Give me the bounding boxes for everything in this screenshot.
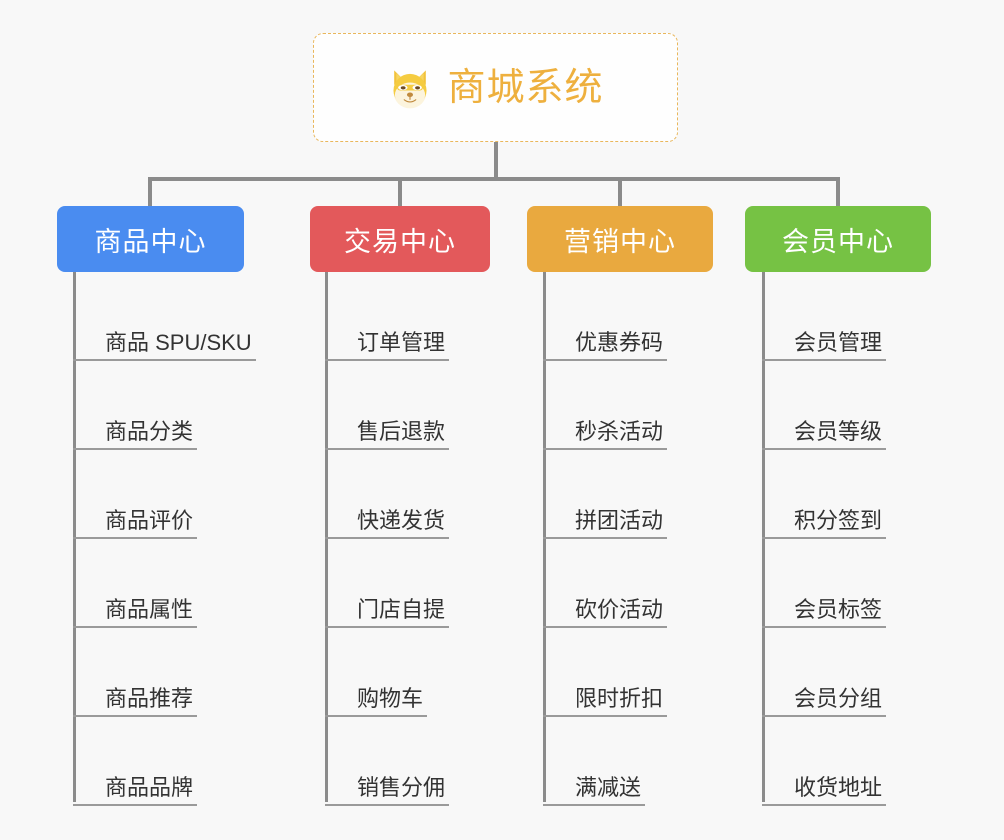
branch-header-trade-center[interactable]: 交易中心	[310, 206, 490, 272]
branch-header-product-center[interactable]: 商品中心	[57, 206, 244, 272]
leaf-item-label: 满减送	[543, 775, 646, 806]
leaf-item-label: 会员管理	[762, 330, 887, 361]
branch-header-marketing-center[interactable]: 营销中心	[527, 206, 713, 272]
leaf-item[interactable]: 销售分佣	[325, 717, 450, 806]
leaf-item-label: 商品评价	[73, 508, 198, 539]
leaf-item[interactable]: 快递发货	[325, 450, 450, 539]
branch-header-label: 商品中心	[94, 226, 207, 257]
connector-drop-2	[398, 177, 402, 206]
leaf-item-label: 会员等级	[762, 419, 887, 450]
leaf-item[interactable]: 商品评价	[73, 450, 198, 539]
leaf-item-label: 砍价活动	[543, 597, 668, 628]
branch-header-label: 交易中心	[344, 226, 456, 257]
leaf-item[interactable]: 商品分类	[73, 361, 198, 450]
leaf-item-label: 拼团活动	[543, 508, 668, 539]
leaf-item-label: 收货地址	[762, 775, 887, 806]
leaf-item-label: 商品分类	[73, 419, 198, 450]
leaf-item[interactable]: 优惠券码	[543, 272, 668, 361]
leaf-item[interactable]: 商品 SPU/SKU	[73, 272, 256, 361]
branch-header-member-center[interactable]: 会员中心	[745, 206, 931, 272]
leaf-item[interactable]: 积分签到	[762, 450, 887, 539]
dog-face-icon	[387, 66, 433, 112]
branch-header-label: 会员中心	[782, 226, 894, 257]
leaf-item-label: 会员标签	[762, 597, 887, 628]
leaf-item-label: 优惠券码	[543, 330, 668, 361]
leaf-item-label: 快递发货	[325, 508, 450, 539]
leaf-item[interactable]: 商品推荐	[73, 628, 198, 717]
leaf-item[interactable]: 会员等级	[762, 361, 887, 450]
leaf-item[interactable]: 满减送	[543, 717, 646, 806]
leaf-item[interactable]: 限时折扣	[543, 628, 668, 717]
branch-header-label: 营销中心	[564, 226, 676, 257]
leaf-item[interactable]: 砍价活动	[543, 539, 668, 628]
leaf-item[interactable]: 门店自提	[325, 539, 450, 628]
root-title: 商城系统	[447, 66, 604, 109]
leaf-item-label: 会员分组	[762, 686, 887, 717]
connector-horizontal-bus	[148, 177, 838, 181]
leaf-item-label: 购物车	[325, 686, 428, 717]
leaf-item-label: 商品 SPU/SKU	[73, 330, 256, 361]
leaf-item-label: 秒杀活动	[543, 419, 668, 450]
leaf-item-label: 商品品牌	[73, 775, 198, 806]
leaf-item[interactable]: 拼团活动	[543, 450, 668, 539]
leaf-item-label: 门店自提	[325, 597, 450, 628]
leaf-item[interactable]: 会员分组	[762, 628, 887, 717]
connector-root-stem	[494, 142, 498, 180]
leaf-item-label: 商品推荐	[73, 686, 198, 717]
connector-drop-1	[148, 177, 152, 206]
connector-drop-4	[836, 177, 840, 206]
leaf-item-label: 积分签到	[762, 508, 887, 539]
leaf-item[interactable]: 订单管理	[325, 272, 450, 361]
leaf-item[interactable]: 购物车	[325, 628, 428, 717]
leaf-item-label: 订单管理	[325, 330, 450, 361]
leaf-item[interactable]: 会员管理	[762, 272, 887, 361]
leaf-item[interactable]: 秒杀活动	[543, 361, 668, 450]
leaf-item-label: 销售分佣	[325, 775, 450, 806]
leaf-item-label: 商品属性	[73, 597, 198, 628]
leaf-item-label: 售后退款	[325, 419, 450, 450]
leaf-item[interactable]: 商品属性	[73, 539, 198, 628]
connector-drop-3	[618, 177, 622, 206]
leaf-item[interactable]: 售后退款	[325, 361, 450, 450]
leaf-item[interactable]: 商品品牌	[73, 717, 198, 806]
leaf-item[interactable]: 收货地址	[762, 717, 887, 806]
root-node[interactable]: 商城系统	[313, 33, 678, 142]
leaf-item-label: 限时折扣	[543, 686, 668, 717]
leaf-item[interactable]: 会员标签	[762, 539, 887, 628]
